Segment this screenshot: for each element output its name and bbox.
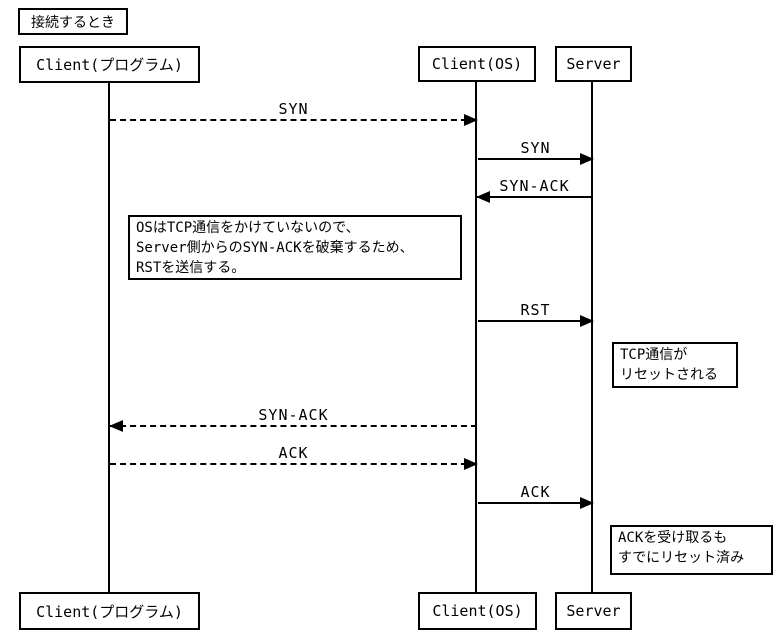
note-ack-already-reset: ACKを受け取るも すでにリセット済み <box>610 525 773 575</box>
message-line <box>478 320 593 322</box>
message-line <box>477 196 592 198</box>
arrowhead-right-icon <box>464 114 478 126</box>
note-line: Server側からのSYN-ACKを破棄するため、 <box>136 240 414 256</box>
actor-client-os-bottom: Client(OS) <box>418 592 537 630</box>
message-line <box>478 502 593 504</box>
message-line <box>110 463 477 465</box>
message-label: SYN-ACK <box>499 177 570 195</box>
message-line <box>478 158 593 160</box>
note-os-rst-explanation: OSはTCP通信をかけていないので、 Server側からのSYN-ACKを破棄す… <box>128 215 462 280</box>
arrowhead-left-icon <box>476 191 490 203</box>
lifeline-client-program <box>108 83 110 592</box>
actor-client-os-top: Client(OS) <box>418 46 536 82</box>
actor-server-bottom: Server <box>555 592 632 630</box>
diagram-title: 接続するとき <box>18 8 128 35</box>
message-syn-program-to-os: SYN <box>110 100 478 126</box>
message-line <box>110 425 477 427</box>
actor-client-program-top: Client(プログラム) <box>19 46 200 83</box>
arrowhead-right-icon <box>580 497 594 509</box>
message-rst-os-to-server: RST <box>478 301 594 327</box>
actor-server-top: Server <box>555 46 632 82</box>
message-synack-os-to-program: SYN-ACK <box>109 406 477 432</box>
arrowhead-left-icon <box>109 420 123 432</box>
lifeline-client-os <box>475 82 477 592</box>
message-synack-server-to-os: SYN-ACK <box>476 177 592 203</box>
message-label: ACK <box>278 444 309 462</box>
message-ack-program-to-os: ACK <box>110 444 478 470</box>
message-label: RST <box>520 301 551 319</box>
message-syn-os-to-server: SYN <box>478 139 594 165</box>
note-line: ACKを受け取るも <box>618 530 728 546</box>
message-ack-os-to-server: ACK <box>478 483 594 509</box>
message-label: SYN <box>520 139 551 157</box>
note-line: TCP通信が <box>620 347 688 363</box>
message-label: SYN <box>278 100 309 118</box>
message-line <box>110 119 477 121</box>
message-label: ACK <box>520 483 551 501</box>
note-line: すでにリセット済み <box>618 550 745 566</box>
arrowhead-right-icon <box>580 315 594 327</box>
note-line: OSはTCP通信をかけていないので、 <box>136 220 360 236</box>
note-line: RSTを送信する。 <box>136 260 246 276</box>
note-line: リセットされる <box>620 367 718 383</box>
lifeline-server <box>591 82 593 592</box>
message-label: SYN-ACK <box>258 406 329 424</box>
arrowhead-right-icon <box>580 153 594 165</box>
actor-client-program-bottom: Client(プログラム) <box>19 592 200 630</box>
note-tcp-reset: TCP通信が リセットされる <box>612 342 738 388</box>
arrowhead-right-icon <box>464 458 478 470</box>
